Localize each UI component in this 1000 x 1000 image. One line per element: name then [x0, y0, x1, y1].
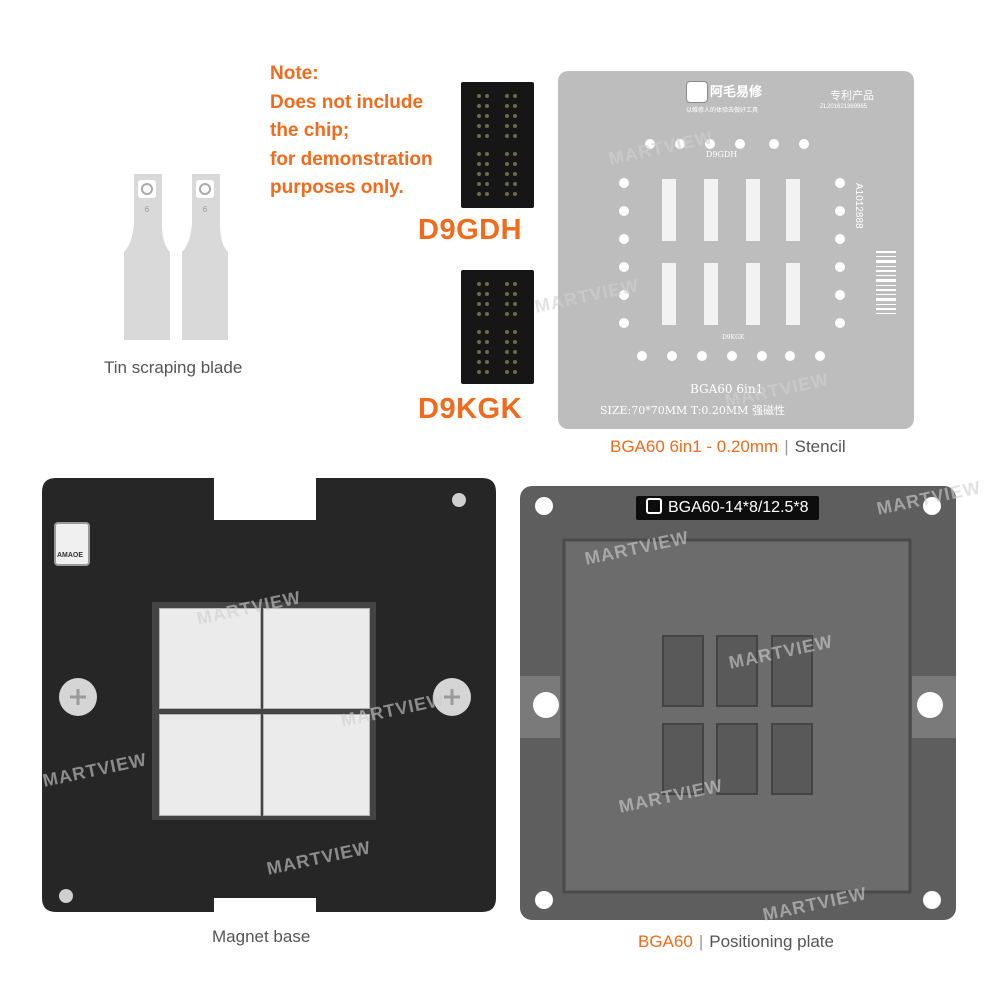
stencil-logo-icon	[686, 81, 708, 103]
stencil-caption-rest: Stencil	[794, 437, 846, 456]
stencil-bottom-chip-label: D9KGK	[722, 334, 745, 341]
stencil-aperture-pattern	[619, 139, 896, 361]
positioning-plate-image: BGA60-14*8/12.5*8	[520, 486, 956, 920]
base-caption: Magnet base	[212, 927, 311, 946]
stencil-caption: BGA60 6in1 - 0.20mm | Stencil	[610, 437, 846, 457]
chip-d9kgk-label: D9KGK	[418, 393, 523, 425]
blade-number: 6	[145, 205, 150, 214]
stencil-caption-highlight: BGA60 6in1 - 0.20mm	[610, 437, 779, 456]
plate-caption: BGA60 | Positioning plate	[638, 932, 834, 952]
stencil-model: BGA60 6in1	[690, 382, 764, 396]
chip-d9gdh-image	[461, 82, 534, 208]
stencil-patent-number: ZL201621369965	[820, 104, 868, 110]
blade-number: 6	[203, 205, 208, 214]
stencil-image: 阿毛易修 以维修人的体验去做好工具 专利产品 ZL201621369965 D9…	[558, 71, 914, 429]
magnet-tile	[263, 608, 370, 709]
stencil-serial: A1012888	[853, 183, 864, 229]
blade-caption: Tin scraping blade	[104, 358, 243, 377]
plate-logo-icon	[646, 498, 662, 514]
magnet-tile	[159, 714, 261, 816]
stencil-top-chip-label: D9GDH	[706, 150, 738, 159]
plate-label-badge: BGA60-14*8/12.5*8	[636, 496, 819, 520]
stencil-brand-tagline: 以维修人的体验去做好工具	[686, 108, 759, 114]
stencil-patent: 专利产品	[830, 90, 874, 102]
chip-d9kgk-image	[461, 270, 534, 384]
note-text: Note: Does not include the chip; for dem…	[270, 63, 433, 198]
magnet-tile	[159, 608, 261, 709]
plate-caption-highlight: BGA60	[638, 932, 693, 951]
base-logo-text: AMAOE	[56, 552, 84, 559]
plate-caption-rest: Positioning plate	[709, 932, 834, 951]
plate-label: BGA60-14*8/12.5*8	[668, 499, 809, 516]
plate-caption-separator: |	[698, 932, 704, 951]
stencil-size: SIZE:70*70MM T:0.20MM 强磁性	[600, 404, 785, 417]
base-logo-icon	[54, 522, 90, 566]
stencil-brand: 阿毛易修	[710, 85, 763, 100]
tin-scraping-blade-image: 6 6	[124, 174, 228, 340]
magnet-tile	[263, 714, 370, 816]
stencil-caption-separator: |	[784, 437, 789, 456]
magnet-base-image: AMAOE	[42, 478, 496, 912]
chip-d9gdh-label: D9GDH	[418, 214, 523, 246]
